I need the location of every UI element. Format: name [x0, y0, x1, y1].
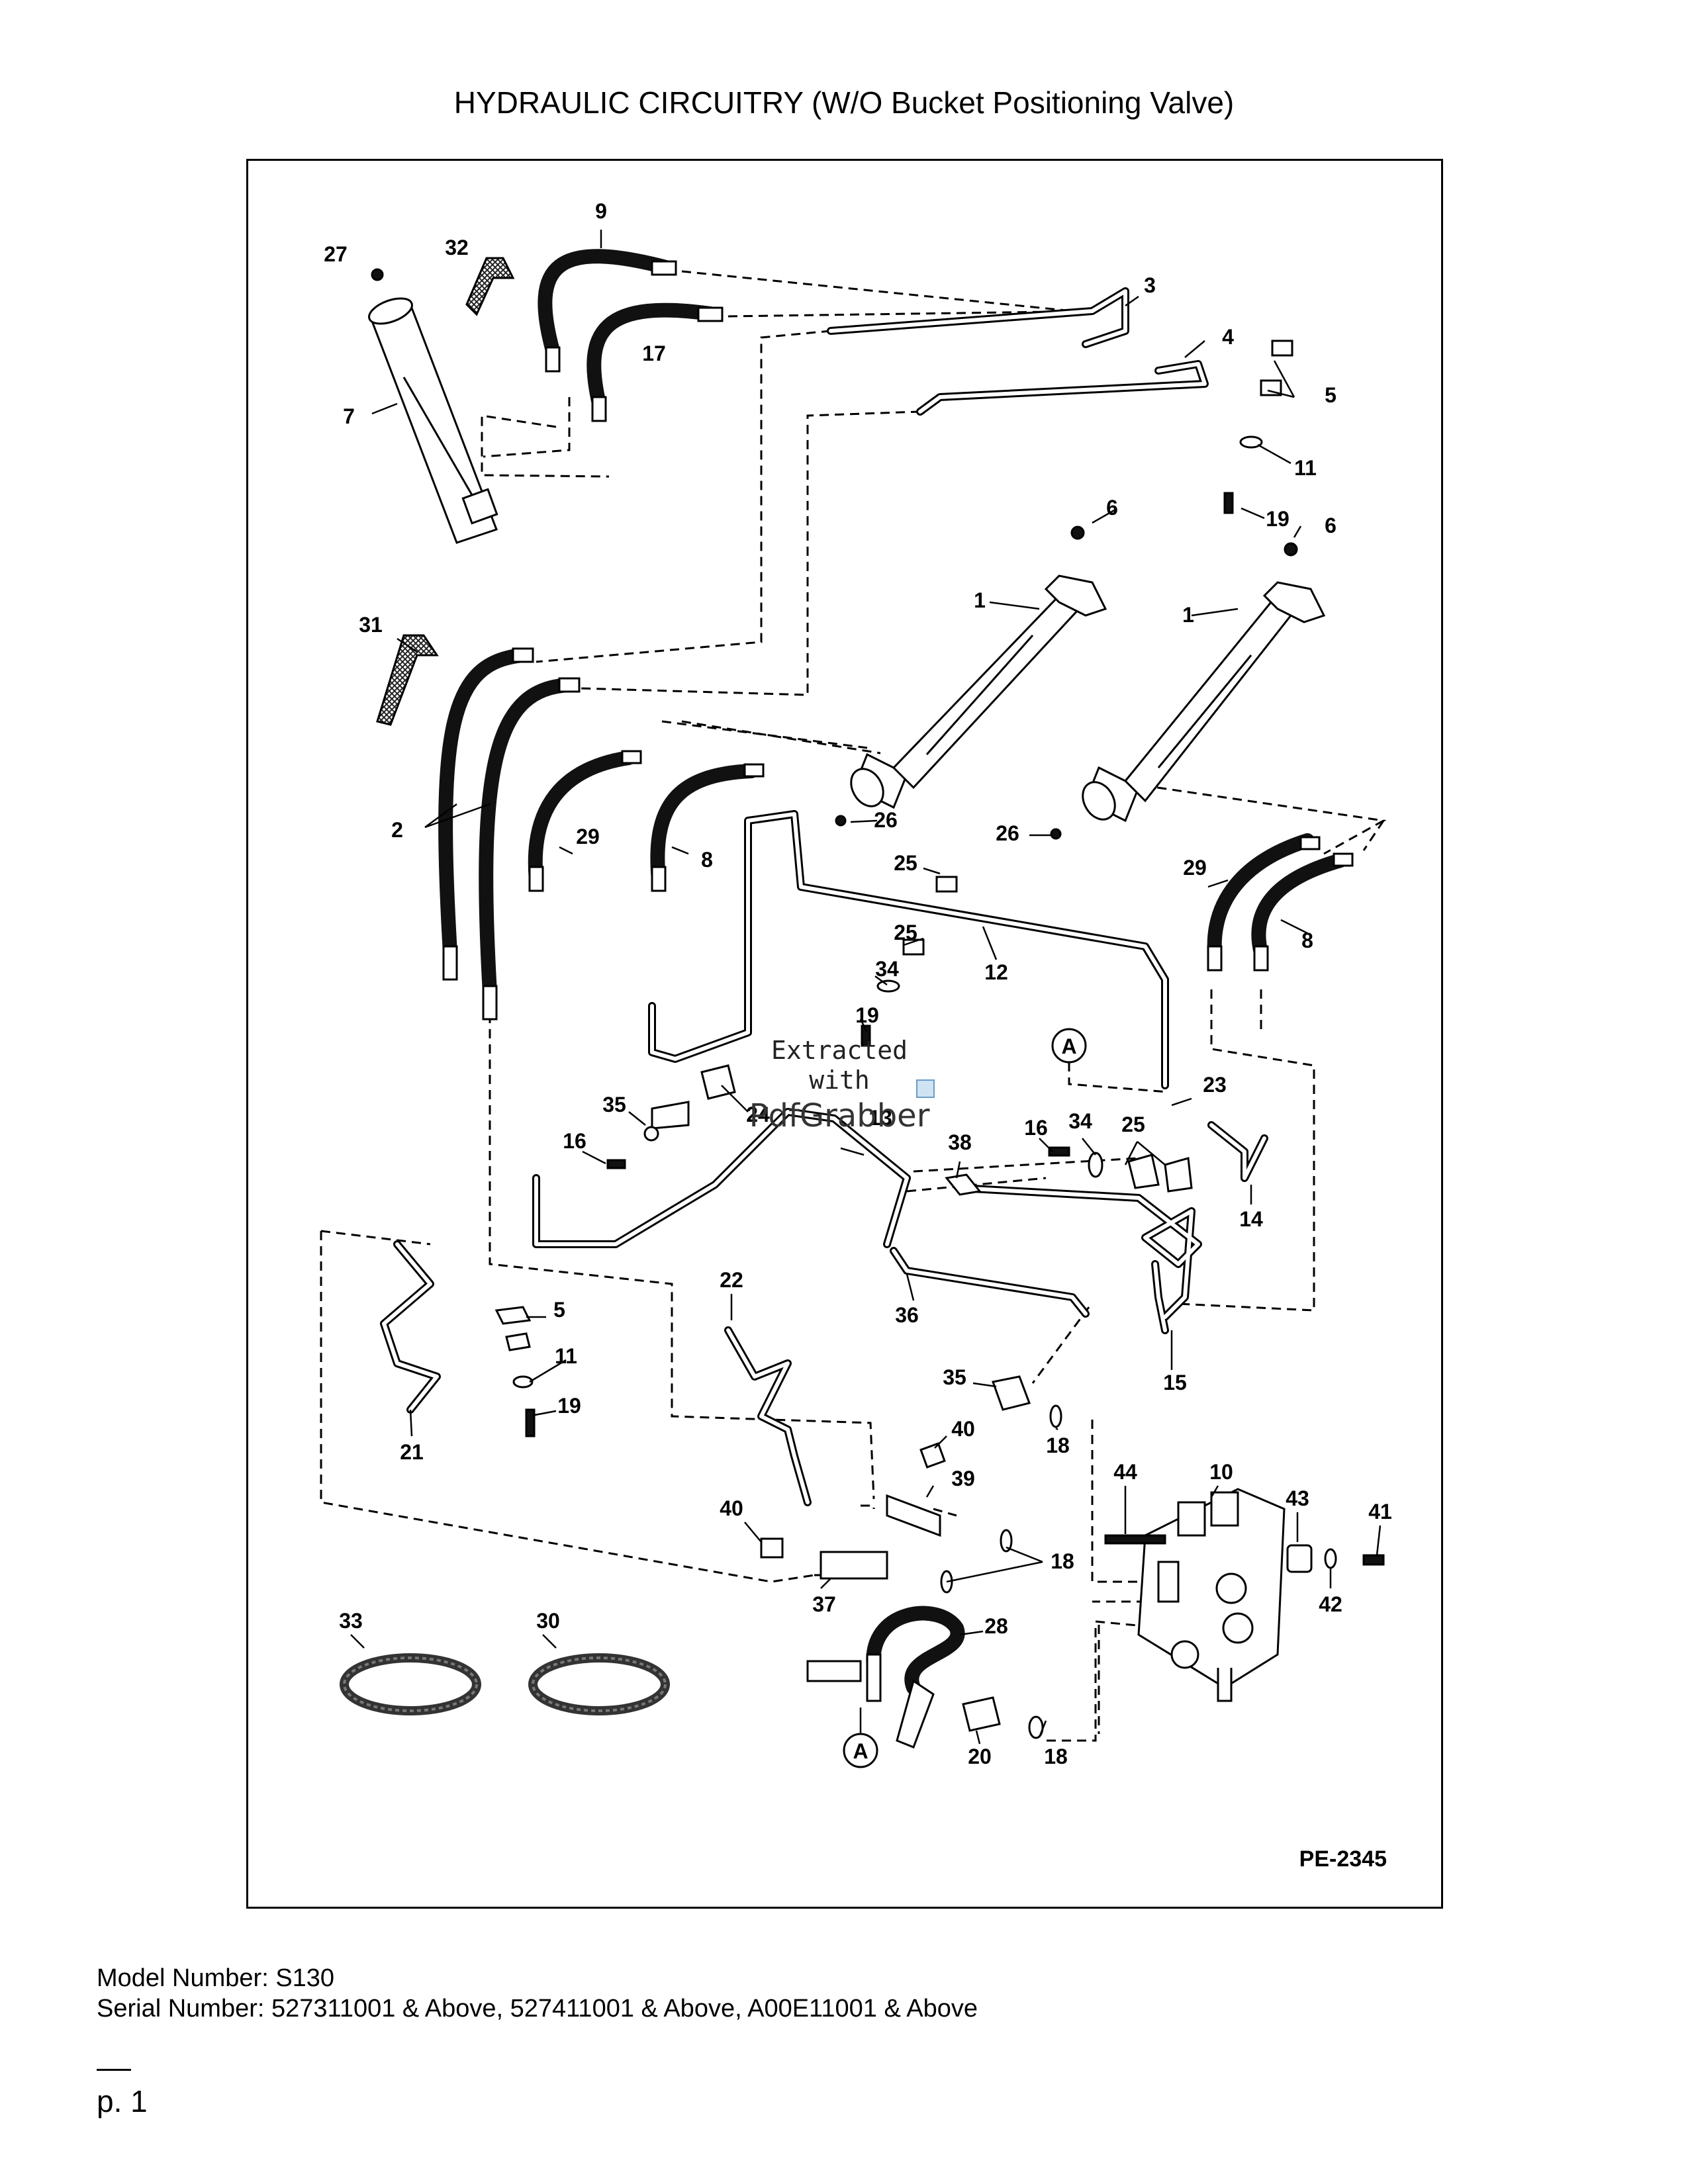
cylinder-1-left	[850, 574, 1107, 809]
part-label: 35	[602, 1093, 626, 1116]
part-label: 17	[642, 341, 666, 365]
part-label: 40	[951, 1417, 975, 1441]
part-label: 23	[1203, 1073, 1227, 1097]
part-label: 25	[894, 851, 917, 875]
part-labels: 27 32 9 3 4 17 7 5 11 19 6 6 1 1 31 2 29…	[324, 199, 1392, 1768]
part-label: 25	[894, 921, 917, 944]
part-label: 7	[343, 404, 355, 428]
part-label: 38	[948, 1130, 972, 1154]
part-label: 34	[1068, 1109, 1092, 1133]
part-label: 30	[536, 1609, 560, 1633]
part-label: 16	[1024, 1116, 1048, 1140]
hose-29b	[1207, 833, 1315, 960]
hose-fittings	[442, 260, 1354, 1702]
part-label: 19	[557, 1394, 581, 1418]
small-parts	[371, 268, 1385, 1749]
part-label: 11	[1294, 456, 1317, 480]
part-label: 25	[1121, 1113, 1145, 1136]
svg-text:A: A	[853, 1739, 868, 1763]
hose-17	[586, 302, 722, 411]
part-label: 4	[1222, 325, 1234, 349]
leader-lines	[350, 230, 1382, 1745]
pdfgrabber-watermark: Extracted with PdfGrabber	[749, 1036, 935, 1134]
part-label: 22	[720, 1268, 743, 1292]
part-label: 24	[746, 1103, 770, 1126]
part-label: 26	[874, 808, 898, 832]
part-label: 34	[875, 957, 899, 981]
part-label: 12	[984, 960, 1008, 984]
cylinder-7	[368, 297, 498, 544]
hose-28	[866, 1606, 965, 1695]
part-label: 40	[720, 1496, 743, 1520]
diagram-frame	[246, 159, 1443, 1909]
part-label: 6	[1325, 514, 1336, 537]
part-label: 18	[1044, 1745, 1068, 1768]
part-label: 39	[951, 1467, 975, 1490]
hose-29a	[528, 751, 636, 887]
part-label: 6	[1106, 496, 1118, 520]
part-label: 8	[1301, 929, 1313, 952]
part-label: 11	[555, 1344, 577, 1368]
hose-8b	[1251, 853, 1348, 960]
page-title: HYDRAULIC CIRCUITRY (W/O Bucket Position…	[453, 85, 1235, 120]
part-label: 1	[974, 588, 986, 612]
part-label: 21	[400, 1440, 424, 1464]
part-label: 31	[359, 613, 383, 637]
control-valve	[1137, 1488, 1286, 1702]
part-label: 33	[339, 1609, 363, 1633]
part-label: 19	[1266, 507, 1289, 531]
part-label: 26	[996, 821, 1019, 845]
part-label: 13	[868, 1106, 892, 1130]
part-label: 10	[1209, 1460, 1233, 1484]
svg-text:Extracted: Extracted	[771, 1036, 908, 1065]
part-label: 35	[943, 1365, 966, 1389]
part-label: 18	[1046, 1433, 1070, 1457]
part-label: 8	[701, 848, 713, 872]
model-number: Model Number: S130	[97, 1964, 335, 1992]
callout-a-bottom: A	[843, 1733, 878, 1768]
part-label: 41	[1368, 1500, 1392, 1524]
part-label: 5	[1325, 383, 1336, 407]
part-label: 16	[563, 1129, 586, 1153]
serial-number: Serial Number: 527311001 & Above, 527411…	[97, 1995, 978, 2023]
callout-a-top: A	[1051, 1028, 1087, 1064]
part-label: 19	[855, 1003, 879, 1027]
part-label: 32	[445, 236, 469, 259]
part-label: 14	[1239, 1207, 1263, 1231]
part-label: 1	[1182, 603, 1194, 627]
part-label: 29	[1183, 856, 1207, 880]
part-label: 42	[1319, 1592, 1342, 1616]
hose-2b	[479, 678, 577, 1000]
page-number: p. 1	[97, 2084, 148, 2118]
cylinder-1-right	[1082, 581, 1326, 823]
part-label: 27	[324, 242, 348, 266]
part-label: 15	[1163, 1371, 1187, 1394]
part-label: 18	[1051, 1549, 1074, 1573]
hose-2a	[438, 648, 530, 960]
part-label: 43	[1286, 1486, 1309, 1510]
hose-9	[538, 249, 676, 358]
part-label: 2	[391, 818, 403, 842]
part-label: 28	[984, 1614, 1008, 1638]
part-label: 36	[895, 1303, 919, 1327]
footer-rule	[97, 2069, 131, 2071]
part-label: 9	[595, 199, 607, 223]
part-label: 20	[968, 1745, 992, 1768]
braided-sleeves	[340, 257, 670, 1715]
svg-text:A: A	[1061, 1034, 1076, 1058]
part-label: 5	[553, 1298, 565, 1322]
hoses	[438, 249, 1348, 1695]
hose-8a	[650, 764, 759, 887]
svg-text:with: with	[809, 1066, 870, 1095]
figure-reference: PE-2345	[1299, 1846, 1387, 1872]
part-label: 29	[576, 825, 600, 848]
steel-tubes	[380, 287, 1268, 1506]
part-label: 44	[1113, 1460, 1137, 1484]
svg-text:PdfGrabber: PdfGrabber	[749, 1097, 930, 1134]
part-label: 37	[812, 1592, 836, 1616]
connection-lines	[320, 270, 1387, 1742]
part-label: 3	[1144, 273, 1156, 297]
